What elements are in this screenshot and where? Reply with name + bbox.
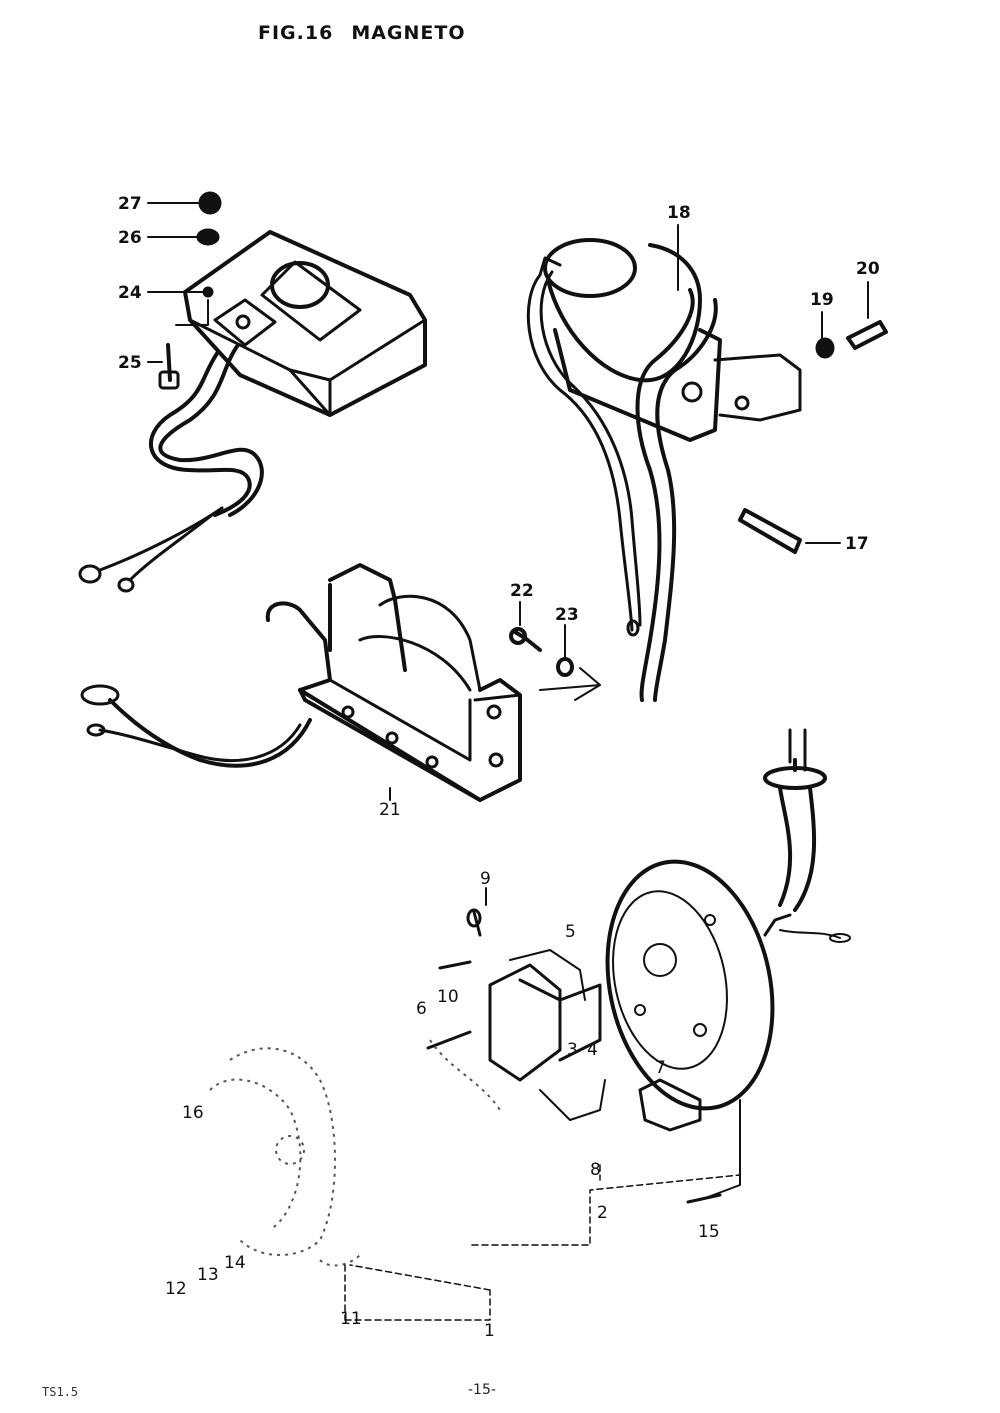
footer-code: TS1.5 [42,1385,79,1399]
callout-labels: 27 26 24 25 18 19 20 17 22 23 21 9 5 10 … [118,194,880,1341]
callout-20: 20 [856,259,880,279]
callout-11: 11 [340,1309,362,1329]
small-screws [426,908,722,1204]
callout-14: 14 [224,1253,246,1273]
cdi-mount-bolt [158,343,180,390]
figure-title: FIG.16 MAGNETO [258,22,484,44]
stator-coil-right [638,1078,702,1132]
pulser-wire [80,684,312,768]
ignition-coil-lead [526,270,718,702]
pulser-coil-assembly [265,563,522,802]
callout-10: 10 [437,987,459,1007]
callout-8: 8 [590,1160,601,1180]
callout-18: 18 [667,203,691,223]
callout-6: 6 [416,999,427,1019]
ignition-coil [538,238,802,442]
stator-coil-left [488,949,606,1121]
flywheel-rotor [209,1039,501,1267]
callout-13: 13 [197,1265,219,1285]
cdi-nut-washer [196,191,222,246]
cdi-wire-harness [78,343,264,593]
cdi-unit [183,230,427,417]
page-number: -15- [468,1382,496,1398]
callout-19: 19 [810,290,834,310]
callout-15: 15 [698,1222,720,1242]
callout-27: 27 [118,194,142,214]
callout-12: 12 [165,1279,187,1299]
callout-21: 21 [379,800,401,820]
stator-base-plate [605,859,775,1111]
callout-7: 7 [655,1058,666,1078]
callout-25: 25 [118,353,142,373]
callout-17: 17 [845,534,869,554]
callout-5: 5 [565,922,576,942]
callout-2: 2 [597,1203,608,1223]
callout-9: 9 [480,869,491,889]
bracket-bolt [509,627,601,701]
figure-name: MAGNETO [351,22,466,44]
callout-16: 16 [182,1103,204,1123]
figure-number: FIG.16 [258,22,334,44]
callout-22: 22 [510,581,534,601]
leader-lines [147,202,869,1321]
callout-26: 26 [118,228,142,248]
plug-cap-clip [738,508,802,554]
callout-3: 3 [567,1040,578,1060]
callout-1: 1 [484,1321,495,1341]
callout-23: 23 [555,605,579,625]
callout-4: 4 [587,1040,598,1060]
stator-lead [763,728,851,943]
callout-24: 24 [118,283,142,303]
coil-bolt-washer [815,320,888,359]
